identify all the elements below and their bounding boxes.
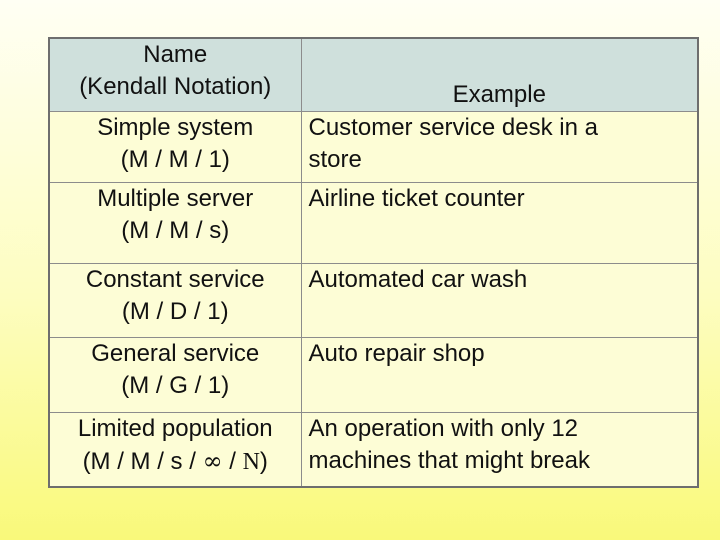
row-name-line1: Multiple server — [97, 185, 254, 212]
row-example-cell: Customer service desk in a store — [300, 111, 699, 183]
table-row: Constant service (M / D / 1) Automated c… — [48, 263, 699, 338]
row-name-cell: General service (M / G / 1) — [48, 337, 302, 413]
kendall-notation-table: Name (Kendall Notation) Example Simple s… — [48, 37, 699, 488]
row-example-cell: Auto repair shop — [300, 337, 699, 413]
row-name-line2: (M / G / 1) — [121, 372, 230, 399]
row-name-line2: (M / M / 1) — [120, 146, 230, 173]
header-example-label: Example — [452, 81, 546, 108]
table-row: Multiple server (M / M / s) Airline tick… — [48, 182, 699, 264]
row-name-cell: Constant service (M / D / 1) — [48, 263, 302, 338]
row-example-line1: Airline ticket counter — [308, 185, 525, 212]
row-example-cell: Airline ticket counter — [300, 182, 699, 264]
header-name-line2: (Kendall Notation) — [79, 73, 272, 100]
header-name-cell: Name (Kendall Notation) — [48, 37, 302, 112]
row-example-cell: An operation with only 12 machines that … — [300, 412, 699, 488]
row-example-cell: Automated car wash — [300, 263, 699, 338]
notation-separator: / — [222, 448, 243, 475]
table-header-row: Name (Kendall Notation) Example — [48, 37, 699, 112]
row-name-cell: Limited population (M / M / s / ∞ / N) — [48, 412, 302, 488]
notation-suffix: ) — [259, 448, 268, 475]
row-name-cell: Simple system (M / M / 1) — [48, 111, 302, 183]
row-example-line1: Customer service desk in a — [308, 114, 598, 141]
row-example-line1: An operation with only 12 — [308, 415, 579, 442]
row-example-line2: machines that might break — [308, 447, 590, 474]
table-row: Simple system (M / M / 1) Customer servi… — [48, 111, 699, 183]
row-example-line2: store — [308, 146, 362, 173]
infinity-symbol: ∞ — [202, 447, 223, 475]
population-n: N — [242, 449, 260, 475]
header-example-cell: Example — [300, 37, 699, 112]
row-name-line2: (M / D / 1) — [121, 298, 229, 325]
header-name-line1: Name — [143, 41, 208, 68]
row-example-line1: Auto repair shop — [308, 340, 485, 367]
table-row: Limited population (M / M / s / ∞ / N) A… — [48, 412, 699, 488]
notation-prefix: (M / M / s / — [82, 448, 203, 475]
row-name-line1: Limited population — [77, 415, 273, 442]
row-name-line1: General service — [91, 340, 260, 367]
row-name-cell: Multiple server (M / M / s) — [48, 182, 302, 264]
table-row: General service (M / G / 1) Auto repair … — [48, 337, 699, 413]
row-name-line1: Simple system — [97, 114, 254, 141]
row-name-line1: Constant service — [85, 266, 265, 293]
row-name-line2: (M / M / s / ∞ / N) — [50, 445, 301, 478]
row-name-line2: (M / M / s) — [121, 217, 230, 244]
row-example-line1: Automated car wash — [308, 266, 528, 293]
